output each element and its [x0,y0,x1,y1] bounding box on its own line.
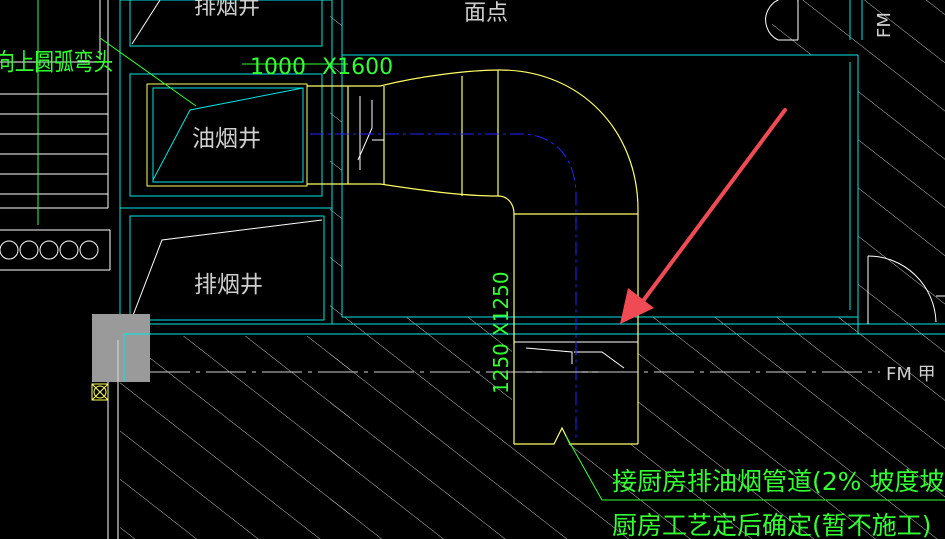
label-exhaust-shaft-bottom: 排烟井 [194,272,263,298]
room-outline [120,0,945,335]
dim-vertical-a: X1250 [489,271,513,336]
duct-down-mask [512,317,638,444]
column-block [92,314,150,382]
shaft-column [119,0,343,325]
top-shaft-diag [131,0,161,45]
damper-horizontal [357,96,384,170]
room-top-mask [342,0,772,55]
label-inspection-point: 面点 [464,1,508,26]
note-line-1: 接厨房排油烟管道(2% 坡度坡向排烟罩 [612,467,945,496]
note-leader [565,435,945,501]
label-exhaust-shaft-top: 排烟井 [194,0,260,20]
dim-vertical-b: 1250 [489,343,513,394]
circle-row-icon [0,240,99,260]
dim-height: X1600 [322,55,393,80]
note-line-2: 厨房工艺定后确定(暂不施工) [612,511,932,539]
hatch-area-bottom [120,336,350,539]
room-interior-mask [342,55,858,317]
duct-elbow [307,69,639,445]
label-elbow-partial: 向上圆弧弯头 [0,49,113,76]
label-fm-bottom: FM 甲 [886,364,936,385]
door-top-right [765,0,799,41]
cross-box-icon [91,383,109,401]
red-arrow-icon [620,108,787,324]
duct-centerline [310,133,577,440]
dim-width: 1000 [250,55,306,80]
label-fm-top: FM [874,12,895,38]
label-oil-smoke-shaft: 油烟井 [192,126,261,152]
leader-top-left [99,37,197,107]
door-bottom-right [867,255,945,324]
exhaust-shaft-diag [131,219,323,319]
oil-smoke-shaft [146,83,308,187]
